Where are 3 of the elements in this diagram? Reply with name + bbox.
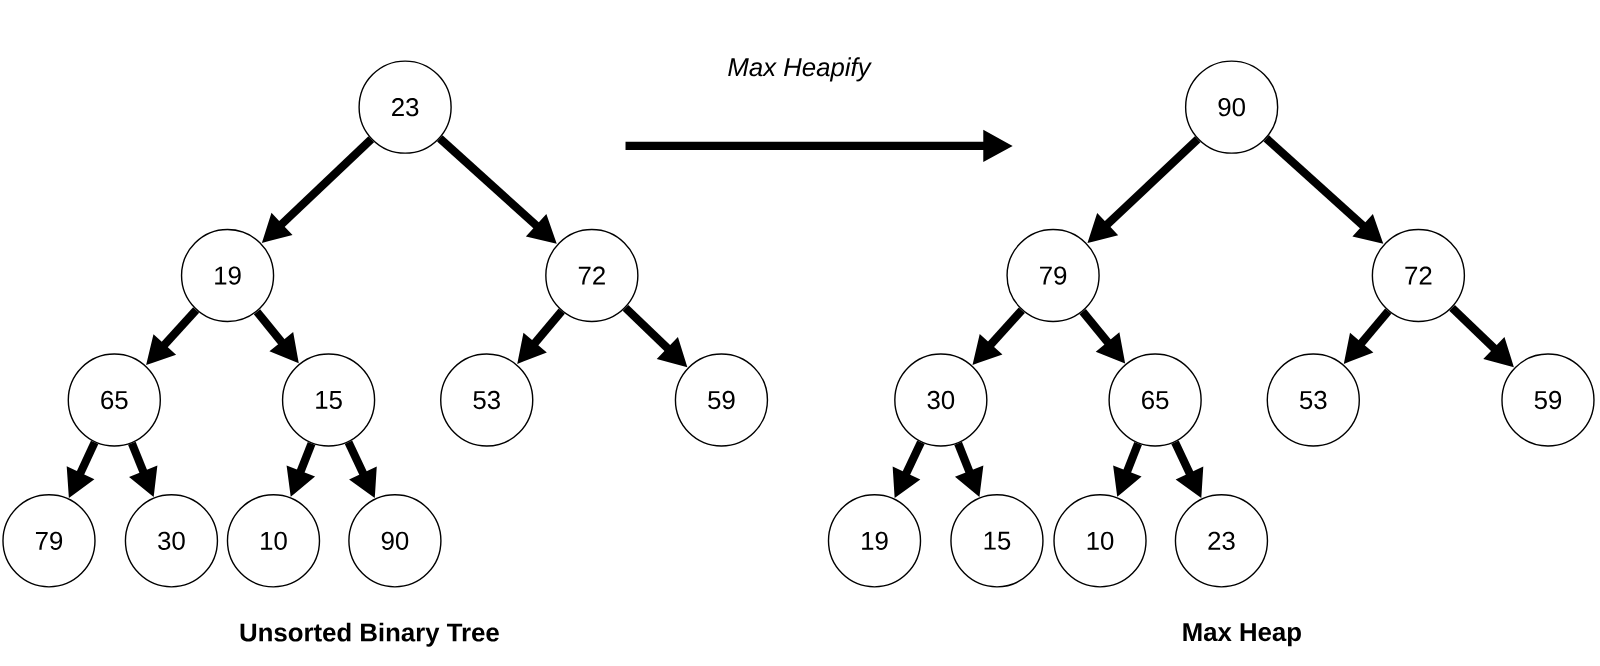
tree-caption: Unsorted Binary Tree	[240, 622, 499, 647]
tree-caption: Max Heap	[1183, 623, 1301, 647]
max-heapify-label: Max Heapify	[728, 57, 872, 82]
